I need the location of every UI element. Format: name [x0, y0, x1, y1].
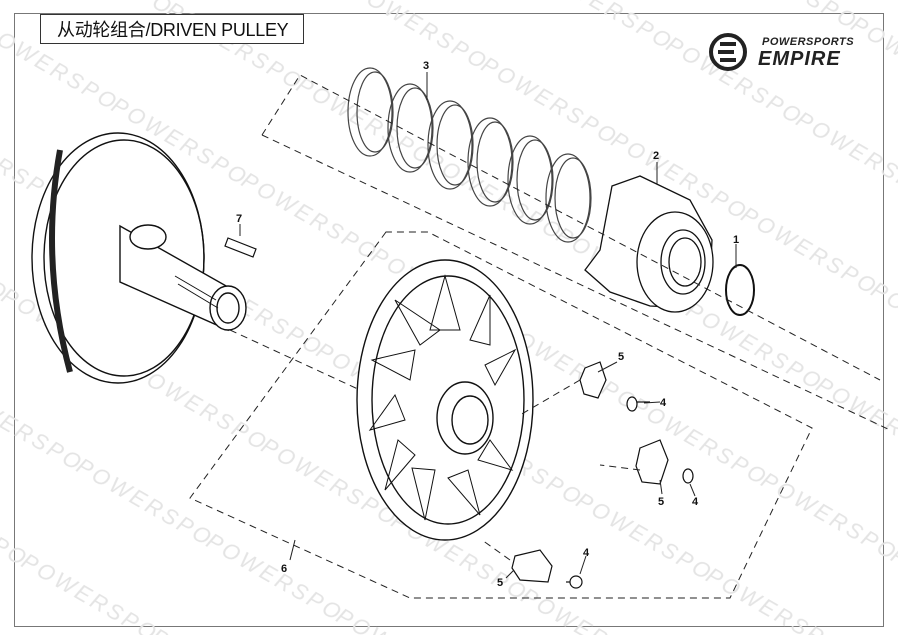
callout-5-a: 5 [618, 351, 624, 363]
title-box: 从动轮组合/DRIVEN PULLEY [40, 14, 304, 44]
fixed-sheave [31, 132, 247, 384]
callout-leaders [239, 72, 737, 579]
callout-1: 1 [733, 234, 739, 246]
snap-ring-part-1 [725, 264, 755, 316]
callout-3: 3 [423, 60, 429, 72]
callout-4-a: 4 [660, 397, 667, 409]
cam-part-2 [584, 175, 714, 313]
movable-sheave-part-6 [356, 259, 534, 541]
callout-4-c: 4 [583, 547, 590, 559]
brand-mark-icon [709, 33, 747, 71]
slider-part-5-b [635, 439, 669, 485]
callout-4-b: 4 [692, 496, 699, 508]
key-part-7 [224, 237, 257, 258]
logo-main-text: EMPIRE [758, 48, 841, 70]
screw-part-4-c [566, 575, 583, 589]
callout-7: 7 [236, 213, 242, 225]
callout-6: 6 [281, 563, 287, 575]
screw-part-4-a [626, 396, 650, 412]
callout-5-b: 5 [658, 496, 664, 508]
assembly-leader-lines [189, 74, 891, 599]
screw-part-4-b [682, 468, 694, 484]
page-title: 从动轮组合/DRIVEN PULLEY [57, 20, 289, 40]
spring-part-3 [347, 67, 592, 243]
logo-top-text: POWERSPORTS [762, 36, 855, 48]
brand-logo: POWERSPORTS EMPIRE [706, 30, 876, 74]
slider-part-5-c [511, 549, 553, 583]
callout-2: 2 [653, 150, 659, 162]
callout-5-c: 5 [497, 577, 503, 589]
